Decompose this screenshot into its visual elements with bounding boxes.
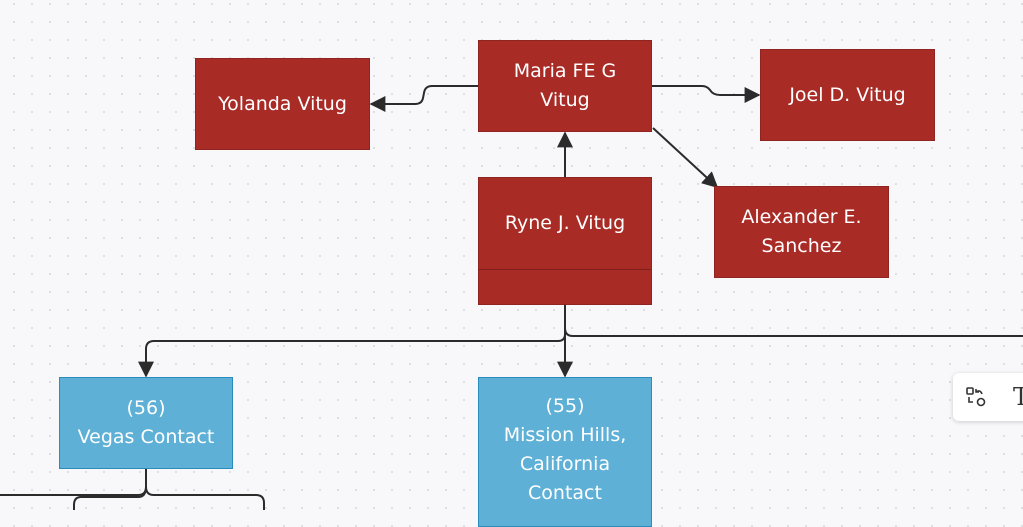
- node-vegas-contact-label: (56) Vegas Contact: [77, 397, 215, 448]
- node-alexander-label: Alexander E. Sanchez: [741, 206, 862, 257]
- node-mission-hills-contact[interactable]: (55) Mission Hills, California Contact: [478, 377, 652, 527]
- text-tool-icon: T: [1012, 383, 1023, 411]
- edge-ryne-offscreen-right[interactable]: [564, 327, 1023, 337]
- node-joel-label: Joel D. Vitug: [789, 83, 906, 106]
- node-maria[interactable]: Maria FE G Vitug: [478, 40, 652, 132]
- node-maria-label: Maria FE G Vitug: [513, 60, 617, 111]
- connectors-layer: [0, 85, 1023, 510]
- node-ryne-label: Ryne J. Vitug: [504, 212, 626, 234]
- node-ryne[interactable]: Ryne J. Vitug: [478, 177, 652, 305]
- node-yolanda-label: Yolanda Vitug: [218, 92, 347, 115]
- text-tool-button[interactable]: T: [999, 380, 1023, 414]
- edge-vegas-right-branch[interactable]: [145, 486, 265, 510]
- shape-swap-button[interactable]: [959, 380, 993, 414]
- edge-maria-joel[interactable]: [652, 85, 761, 103]
- edge-maria-yolanda[interactable]: [369, 85, 478, 112]
- node-ryne-divider: [479, 269, 651, 270]
- edge-vegas-middle-branch[interactable]: [73, 486, 147, 510]
- node-alexander[interactable]: Alexander E. Sanchez: [714, 186, 889, 278]
- edge-maria-alexander[interactable]: [652, 127, 719, 189]
- node-mission-hills-contact-label: (55) Mission Hills, California Contact: [503, 395, 627, 504]
- node-vegas-contact[interactable]: (56) Vegas Contact: [59, 377, 233, 469]
- node-joel[interactable]: Joel D. Vitug: [760, 49, 935, 141]
- node-yolanda[interactable]: Yolanda Vitug: [195, 58, 370, 150]
- edge-ryne-vegas[interactable]: [138, 305, 566, 378]
- shape-swap-icon: [966, 387, 986, 407]
- floating-toolbar: T: [953, 373, 1023, 421]
- edge-vegas-left-branch[interactable]: [0, 469, 147, 496]
